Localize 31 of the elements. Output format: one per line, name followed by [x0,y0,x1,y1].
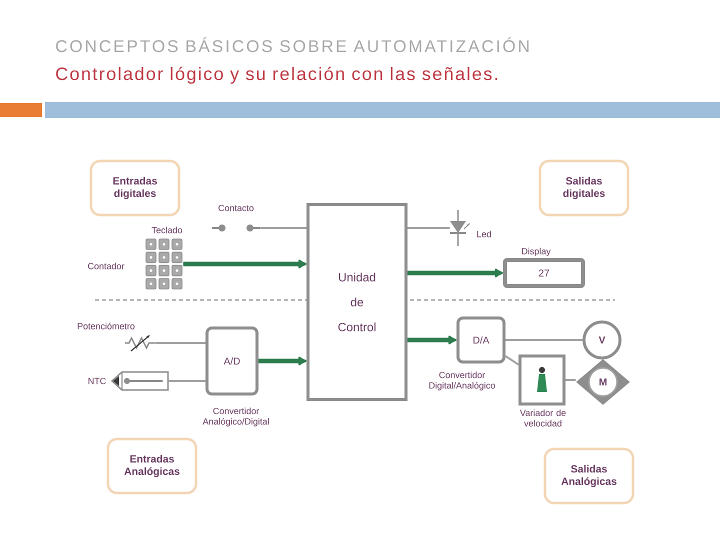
connector [504,355,520,366]
component-label: Contador [88,262,124,270]
category-box: Salidas digitales [538,160,630,216]
component-label: NTC [88,378,106,384]
component-label: Convertidor Analógico/Digital [202,408,269,426]
connector [258,356,306,366]
connector [566,379,576,381]
category-box: Entradas digitales [90,160,180,216]
connector [260,227,306,229]
category-box: Salidas Analógicas [544,448,634,504]
connector [408,268,503,278]
component-label: Teclado [152,226,182,234]
component-label: Led [477,230,491,238]
component-label: Contacto [218,204,254,212]
subtitle: Controlador lógico y su relación con las señales. [56,66,498,84]
connector [408,227,450,229]
component-label: Convertidor Digital/Analógico [429,372,495,390]
connector [168,380,206,382]
connector [408,336,456,344]
display-box: 27 [503,258,585,288]
control-unit-box: Unidad de Control [306,203,408,401]
title: CONCEPTOS BÁSICOS SOBRE AUTOMATIZACIÓN [56,37,529,52]
component-label: Potenciómetro [78,322,135,330]
converter-box: D/A [456,316,506,364]
converter-box: A/D [206,326,258,396]
component-label: Display [522,248,551,256]
connector [506,339,582,341]
component-label: Variador de velocidad [520,409,566,427]
connector [183,260,306,268]
category-box: Entradas Analógicas [106,438,198,494]
connector [155,342,206,344]
